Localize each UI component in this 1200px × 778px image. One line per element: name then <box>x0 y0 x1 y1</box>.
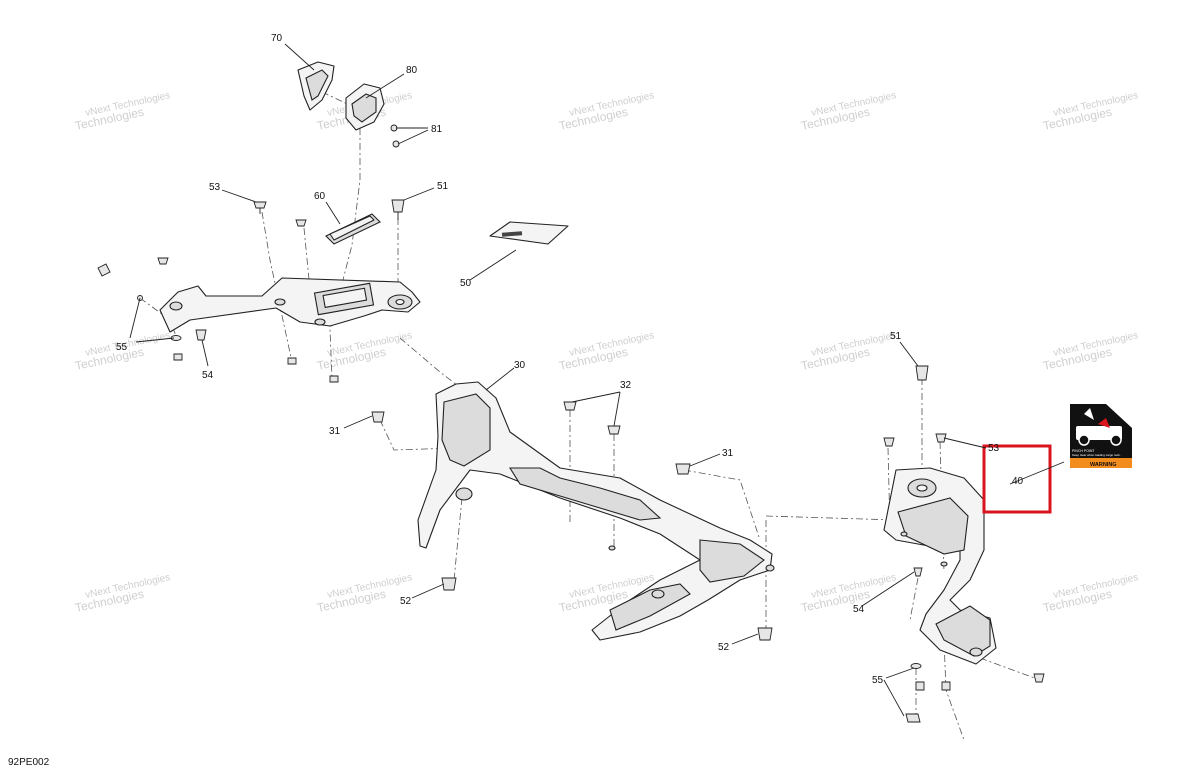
callout-60: 60 <box>314 191 326 202</box>
callout-40: 40 <box>1012 476 1024 487</box>
callout-80: 80 <box>406 65 418 76</box>
callout-labels: 70 80 81 53 51 60 50 55 54 30 32 31 31 5… <box>116 33 1024 686</box>
callout-55-right: 55 <box>872 675 884 686</box>
center-fasteners <box>371 401 773 641</box>
callout-50: 50 <box>460 278 472 289</box>
callout-81: 81 <box>431 124 443 135</box>
warning-label-code: PINCH POINT <box>1072 449 1095 453</box>
upper-fasteners <box>97 199 405 383</box>
highlight-box <box>982 444 1052 514</box>
callout-53-right: 53 <box>988 443 1000 454</box>
callout-31-left: 31 <box>329 426 341 437</box>
callout-55: 55 <box>116 342 128 353</box>
right-bracket <box>883 467 997 665</box>
step-pad-60 <box>325 213 381 245</box>
grip-70 <box>297 61 335 111</box>
warning-label-text: WARNING <box>1090 462 1117 468</box>
callout-52-left: 52 <box>400 596 412 607</box>
right-fasteners <box>883 365 1045 723</box>
warning-label-caption: Keep clear when loading cargo rack. <box>1072 453 1121 457</box>
decal-50 <box>489 221 569 245</box>
callout-54: 54 <box>202 370 214 381</box>
callout-70: 70 <box>271 33 283 44</box>
diagram-code: 92PE002 <box>8 757 50 768</box>
callout-30: 30 <box>514 360 526 371</box>
callout-51-right: 51 <box>890 331 902 342</box>
assembly-lines <box>139 91 1041 741</box>
grip-80 <box>345 83 385 131</box>
center-frame-30 <box>417 381 775 641</box>
callout-54-right: 54 <box>853 604 865 615</box>
callout-52-right: 52 <box>718 642 730 653</box>
callout-51: 51 <box>437 181 449 192</box>
warning-label: WARNING PINCH POINT Keep clear when load… <box>1070 404 1132 468</box>
callout-53: 53 <box>209 182 221 193</box>
callout-32: 32 <box>620 380 632 391</box>
upper-bracket <box>159 277 421 333</box>
callout-31-right: 31 <box>722 448 734 459</box>
leader-lines <box>129 43 1065 717</box>
